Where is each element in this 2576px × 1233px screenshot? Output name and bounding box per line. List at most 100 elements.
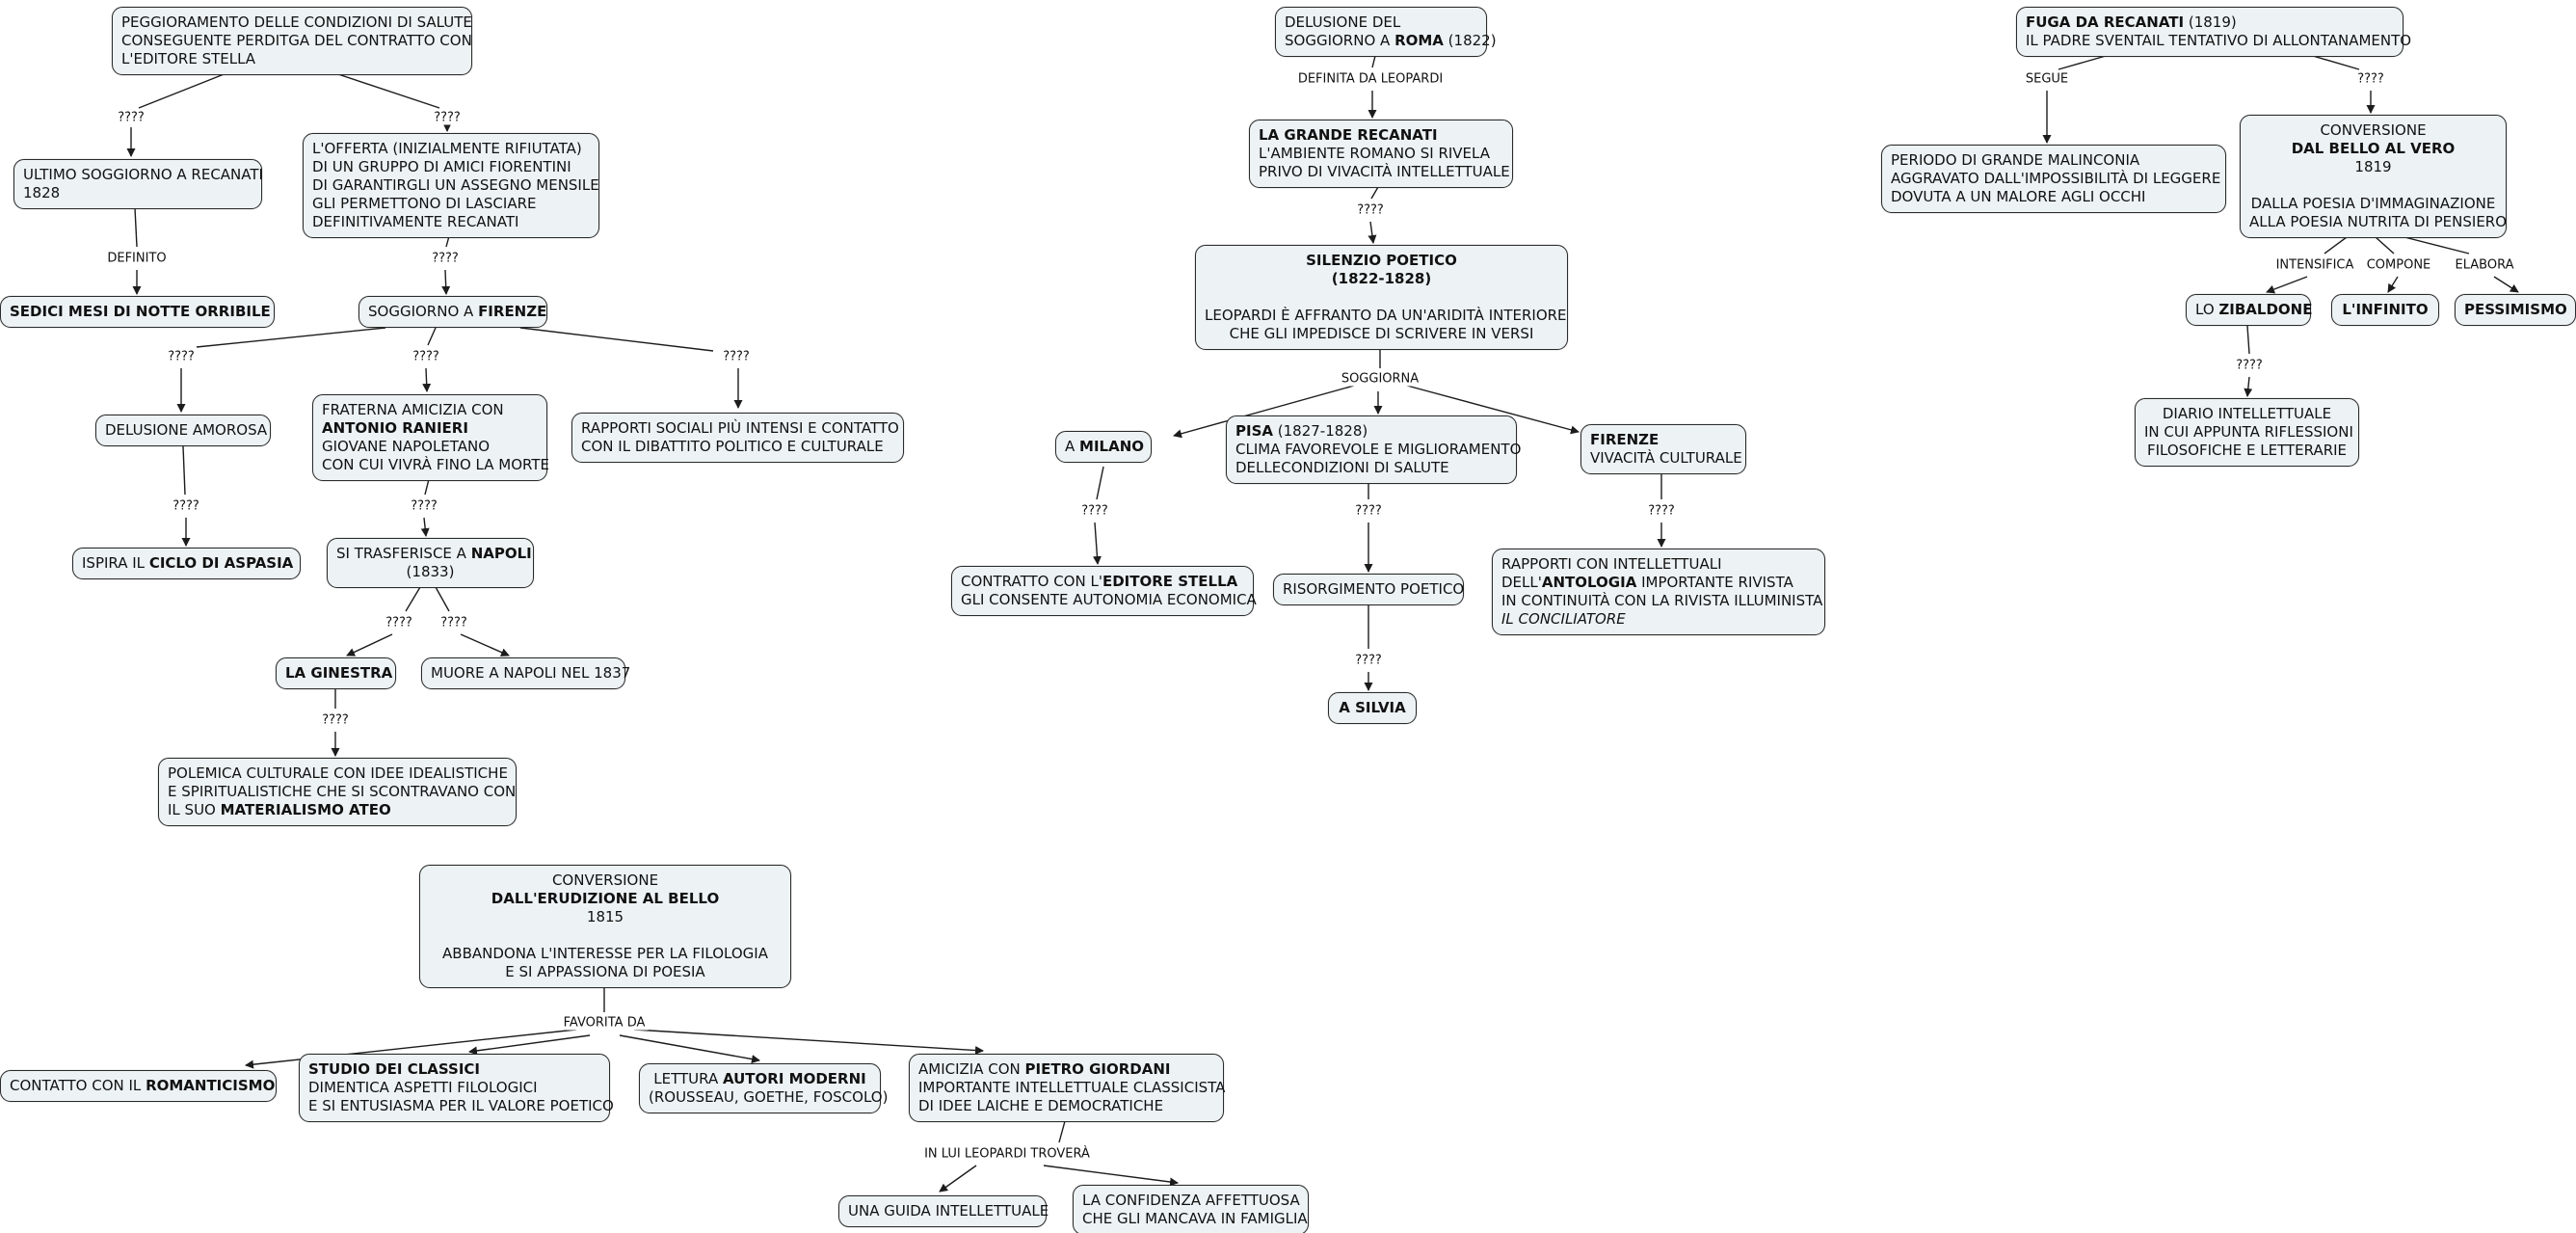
node-line: LO ZIBALDONE bbox=[2195, 301, 2313, 318]
node-line: PISA (1827-1828) bbox=[1235, 422, 1368, 440]
node-line: CONVERSIONE bbox=[2320, 121, 2427, 139]
edge-label[interactable]: ???? bbox=[1354, 202, 1387, 218]
edge-label[interactable]: INTENSIFICA bbox=[2272, 257, 2357, 273]
edge-label[interactable]: ???? bbox=[408, 498, 440, 514]
node-peggioramento-salute[interactable]: PEGGIORAMENTO DELLE CONDIZIONI DI SALUTE… bbox=[112, 7, 472, 75]
edge-label[interactable]: ???? bbox=[115, 110, 147, 125]
node-sedici-mesi[interactable]: SEDICI MESI DI NOTTE ORRIBILE bbox=[0, 296, 275, 328]
edge-line bbox=[519, 327, 714, 352]
node-line: STUDIO DEI CLASSICI bbox=[308, 1060, 481, 1078]
node-line: DEFINITIVAMENTE RECANATI bbox=[312, 213, 519, 230]
node-silenzio-poetico[interactable]: SILENZIO POETICO(1822-1828) LEOPARDI È A… bbox=[1195, 245, 1568, 350]
edge-label[interactable]: ???? bbox=[1645, 503, 1678, 519]
node-line: SI TRASFERISCE A NAPOLI bbox=[336, 545, 532, 562]
node-line: RISORGIMENTO POETICO bbox=[1283, 580, 1465, 598]
node-contatto-romanticismo[interactable]: CONTATTO CON IL ROMANTICISMO bbox=[0, 1070, 277, 1102]
node-line: E SI ENTUSIASMA PER IL VALORE POETICO bbox=[308, 1097, 614, 1114]
node-trasferisce-napoli[interactable]: SI TRASFERISCE A NAPOLI(1833) bbox=[327, 538, 534, 588]
edge-label[interactable]: DEFINITA DA LEOPARDI bbox=[1294, 71, 1447, 87]
node-la-ginestra[interactable]: LA GINESTRA bbox=[276, 657, 396, 689]
edge-label[interactable]: ???? bbox=[2233, 358, 2266, 373]
edge-line bbox=[1370, 186, 1379, 200]
edge-label[interactable]: ???? bbox=[429, 251, 462, 266]
edge-line bbox=[2324, 236, 2348, 255]
node-line: GLI PERMETTONO DI LASCIARE bbox=[312, 195, 537, 212]
edge-label[interactable]: DEFINITO bbox=[104, 251, 170, 266]
node-a-milano[interactable]: A MILANO bbox=[1055, 431, 1152, 463]
edge-label[interactable]: ???? bbox=[1078, 503, 1111, 519]
edge-label[interactable]: ???? bbox=[170, 498, 202, 514]
edge-label[interactable]: ELABORA bbox=[2452, 257, 2517, 273]
edge-label[interactable]: ???? bbox=[431, 110, 464, 125]
node-line: DOVUTA A UN MALORE AGLI OCCHI bbox=[1891, 188, 2146, 205]
edge-label[interactable]: ???? bbox=[165, 349, 198, 364]
node-line: 1828 bbox=[23, 184, 61, 201]
node-a-silvia[interactable]: A SILVIA bbox=[1328, 692, 1417, 724]
node-line: L'AMBIENTE ROMANO SI RIVELA bbox=[1259, 145, 1490, 162]
edge-label[interactable]: ???? bbox=[720, 349, 753, 364]
node-pisa[interactable]: PISA (1827-1828)CLIMA FAVOREVOLE E MIGLI… bbox=[1226, 415, 1521, 484]
node-lettura-autori-moderni[interactable]: LETTURA AUTORI MODERNI(ROUSSEAU, GOETHE,… bbox=[639, 1063, 888, 1113]
node-guida-intellettuale[interactable]: UNA GUIDA INTELLETTUALE bbox=[838, 1195, 1049, 1227]
edge-label[interactable]: ???? bbox=[383, 615, 415, 630]
node-line: DALLA POESIA D'IMMAGINAZIONE bbox=[2250, 195, 2496, 212]
node-line: 1819 bbox=[2354, 158, 2392, 175]
edge-line bbox=[427, 327, 437, 346]
node-soggiorno-firenze[interactable]: SOGGIORNO A FIRENZE bbox=[359, 296, 547, 328]
edge-arrow-line bbox=[939, 1165, 977, 1193]
node-muore-napoli[interactable]: MUORE A NAPOLI NEL 1837 bbox=[421, 657, 631, 689]
edge-arrow-line bbox=[1092, 522, 1102, 565]
node-line: SEDICI MESI DI NOTTE ORRIBILE bbox=[10, 303, 271, 320]
edge-label[interactable]: ???? bbox=[1352, 503, 1385, 519]
node-line: L'OFFERTA (INIZIALMENTE RIFIUTATA) bbox=[312, 140, 582, 157]
node-line: LA GINESTRA bbox=[285, 664, 393, 682]
node-ispira-ciclo-aspasia[interactable]: ISPIRA IL CICLO DI ASPASIA bbox=[72, 548, 301, 579]
node-fuga-recanati[interactable]: FUGA DA RECANATI (1819)IL PADRE SVENTAIL… bbox=[2016, 7, 2411, 57]
node-infinito[interactable]: L'INFINITO bbox=[2331, 294, 2439, 326]
edge-arrow-line bbox=[619, 1034, 760, 1064]
node-pessimismo[interactable]: PESSIMISMO bbox=[2455, 294, 2576, 326]
edge-label[interactable]: ???? bbox=[410, 349, 442, 364]
edge-label[interactable]: ???? bbox=[319, 712, 352, 728]
node-polemica-culturale[interactable]: POLEMICA CULTURALE CON IDEE IDEALISTICHE… bbox=[158, 758, 517, 826]
node-line: IN CUI APPUNTA RIFLESSIONI bbox=[2144, 423, 2353, 441]
edge-label[interactable]: ???? bbox=[438, 615, 470, 630]
edge-label[interactable]: IN LUI LEOPARDI TROVERÀ bbox=[921, 1146, 1093, 1162]
node-line: RAPPORTI SOCIALI PIÙ INTENSI E CONTATTO bbox=[581, 419, 899, 437]
edge-line bbox=[435, 586, 450, 612]
node-line: DI GARANTIRGLI UN ASSEGNO MENSILE bbox=[312, 176, 599, 194]
node-line: CONSEGUENTE PERDITGA DEL CONTRATTO CON bbox=[121, 32, 472, 49]
node-lo-zibaldone[interactable]: LO ZIBALDONE bbox=[2186, 294, 2313, 326]
edge-label[interactable]: ???? bbox=[2354, 71, 2387, 87]
edge-line bbox=[2246, 325, 2250, 355]
edge-label[interactable]: COMPONE bbox=[2363, 257, 2434, 273]
node-line: VIVACITÀ CULTURALE bbox=[1590, 449, 1742, 467]
node-line: (1822-1828) bbox=[1331, 270, 1432, 287]
node-line: DI IDEE LAICHE E DEMOCRATICHE bbox=[918, 1097, 1164, 1114]
edge-label[interactable]: SEGUE bbox=[2022, 71, 2072, 87]
node-line: MUORE A NAPOLI NEL 1837 bbox=[431, 664, 631, 682]
node-risorgimento-poetico[interactable]: RISORGIMENTO POETICO bbox=[1273, 574, 1464, 605]
node-offerta-amici-fiorentini[interactable]: L'OFFERTA (INIZIALMENTE RIFIUTATA)DI UN … bbox=[303, 133, 599, 238]
edge-line bbox=[424, 478, 430, 496]
node-delusione-amorosa[interactable]: DELUSIONE AMOROSA bbox=[95, 415, 271, 446]
edge-label[interactable]: SOGGIORNA bbox=[1338, 371, 1422, 387]
edge-line bbox=[1096, 466, 1104, 500]
edge-label[interactable]: ???? bbox=[1352, 653, 1385, 668]
edge-label[interactable]: FAVORITA DA bbox=[560, 1015, 649, 1031]
